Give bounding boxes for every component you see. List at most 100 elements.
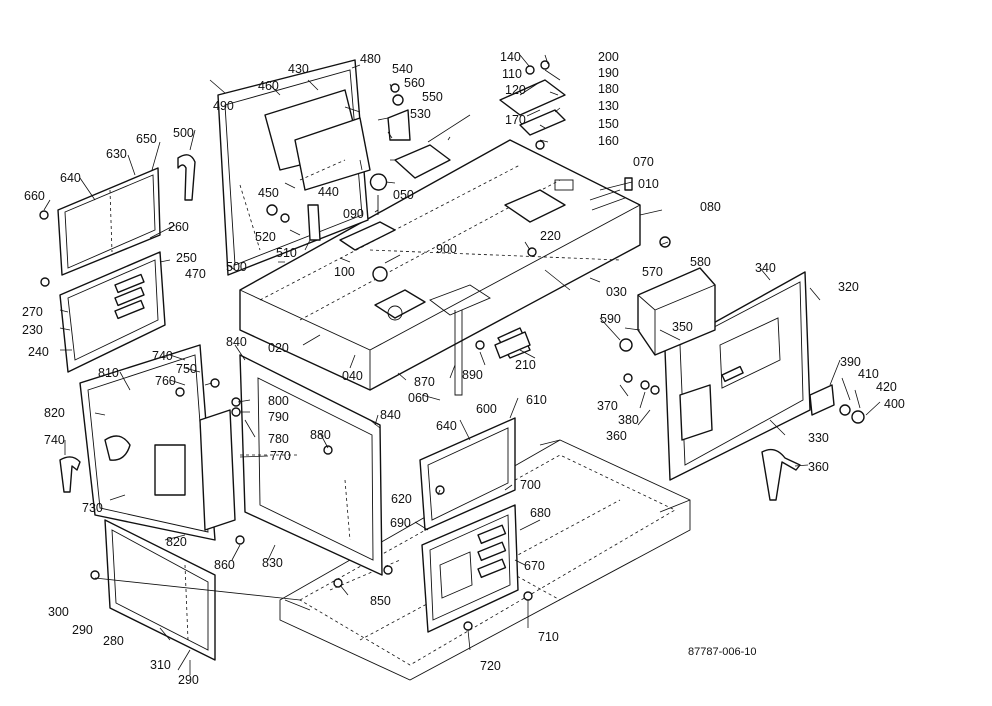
callout-120: 120 [505,83,526,97]
handle-360 [761,448,801,501]
callout-820: 820 [44,406,65,420]
callout-820b: 820 [166,535,187,549]
callout-520: 520 [255,230,276,244]
callout-190: 190 [598,66,619,80]
callout-510: 510 [276,246,297,260]
callout-640b: 640 [436,419,457,433]
handle-500 [177,154,196,201]
panel-640 [57,167,161,276]
panel-690 [421,504,519,633]
callout-280: 280 [103,634,124,648]
callout-260: 260 [168,220,189,234]
panel-340 [664,271,811,481]
callout-180: 180 [598,82,619,96]
callout-660: 660 [24,189,45,203]
callout-740: 740 [152,349,173,363]
callout-490: 490 [213,99,234,113]
callout-030: 030 [606,285,627,299]
callout-440: 440 [318,185,339,199]
callout-610: 610 [526,393,547,407]
callout-700: 700 [520,478,541,492]
callout-130: 130 [598,99,619,113]
callout-170: 170 [505,113,526,127]
handle-740 [59,456,81,493]
top-cover [239,139,641,396]
callout-270: 270 [22,305,43,319]
callout-310: 310 [150,658,171,672]
callout-300: 300 [48,605,69,619]
callout-630: 630 [106,147,127,161]
upper-bracket [369,79,566,215]
callout-890: 890 [462,368,483,382]
callout-140: 140 [500,50,521,64]
bracket-210 [494,331,531,359]
callout-290: 290 [72,623,93,637]
callout-400: 400 [884,397,905,411]
callout-470: 470 [185,267,206,281]
callout-340: 340 [755,261,776,275]
callout-040: 040 [342,369,363,383]
callout-750: 750 [176,362,197,376]
callout-650: 650 [136,132,157,146]
callout-790: 790 [268,410,289,424]
callout-010: 010 [638,177,659,191]
callout-600: 600 [476,402,497,416]
callout-060: 060 [408,391,429,405]
callout-350: 350 [672,320,693,334]
callout-150: 150 [598,117,619,131]
callout-370: 370 [597,399,618,413]
callout-230: 230 [22,323,43,337]
callout-850: 850 [370,594,391,608]
drawing-code: 87787-006-10 [688,646,757,658]
callout-240: 240 [28,345,49,359]
panel-600 [419,417,516,531]
callout-720: 720 [480,659,501,673]
callout-530: 530 [410,107,431,121]
callout-420: 420 [876,380,897,394]
callout-880: 880 [310,428,331,442]
bracket-390 [809,384,865,424]
callout-480: 480 [360,52,381,66]
callout-110: 110 [502,67,522,81]
callout-070: 070 [633,155,654,169]
callout-360b: 360 [606,429,627,443]
callout-390: 390 [840,355,861,369]
callout-770: 770 [270,449,291,463]
callout-080: 080 [700,200,721,214]
callout-290b: 290 [178,673,199,687]
callout-160: 160 [598,134,619,148]
callout-330: 330 [808,431,829,445]
callout-540: 540 [392,62,413,76]
callout-500b: 500 [226,260,247,274]
callout-210: 210 [515,358,536,372]
callout-labels: 010 020 030 040 050 060 070 080 090 100 … [22,50,905,687]
callout-200: 200 [598,50,619,64]
callout-360: 360 [808,460,829,474]
callout-250: 250 [176,251,197,265]
leader-lines [43,54,881,675]
callout-450: 450 [258,186,279,200]
callout-710: 710 [538,630,559,644]
callout-740b: 740 [44,433,65,447]
callout-730: 730 [82,501,103,515]
callout-570: 570 [642,265,663,279]
callout-410: 410 [858,367,879,381]
callout-460: 460 [258,79,279,93]
callout-500: 500 [173,126,194,140]
callout-430: 430 [288,62,309,76]
callout-810: 810 [98,366,119,380]
panel-280 [104,519,216,661]
callout-100: 100 [334,265,355,279]
callout-380: 380 [618,413,639,427]
callout-550: 550 [422,90,443,104]
callout-690: 690 [390,516,411,530]
callout-580: 580 [690,255,711,269]
callout-680: 680 [530,506,551,520]
callout-800: 800 [268,394,289,408]
callout-840: 840 [226,335,247,349]
callout-020: 020 [268,341,289,355]
callout-620: 620 [391,492,412,506]
callout-090: 090 [343,207,364,221]
